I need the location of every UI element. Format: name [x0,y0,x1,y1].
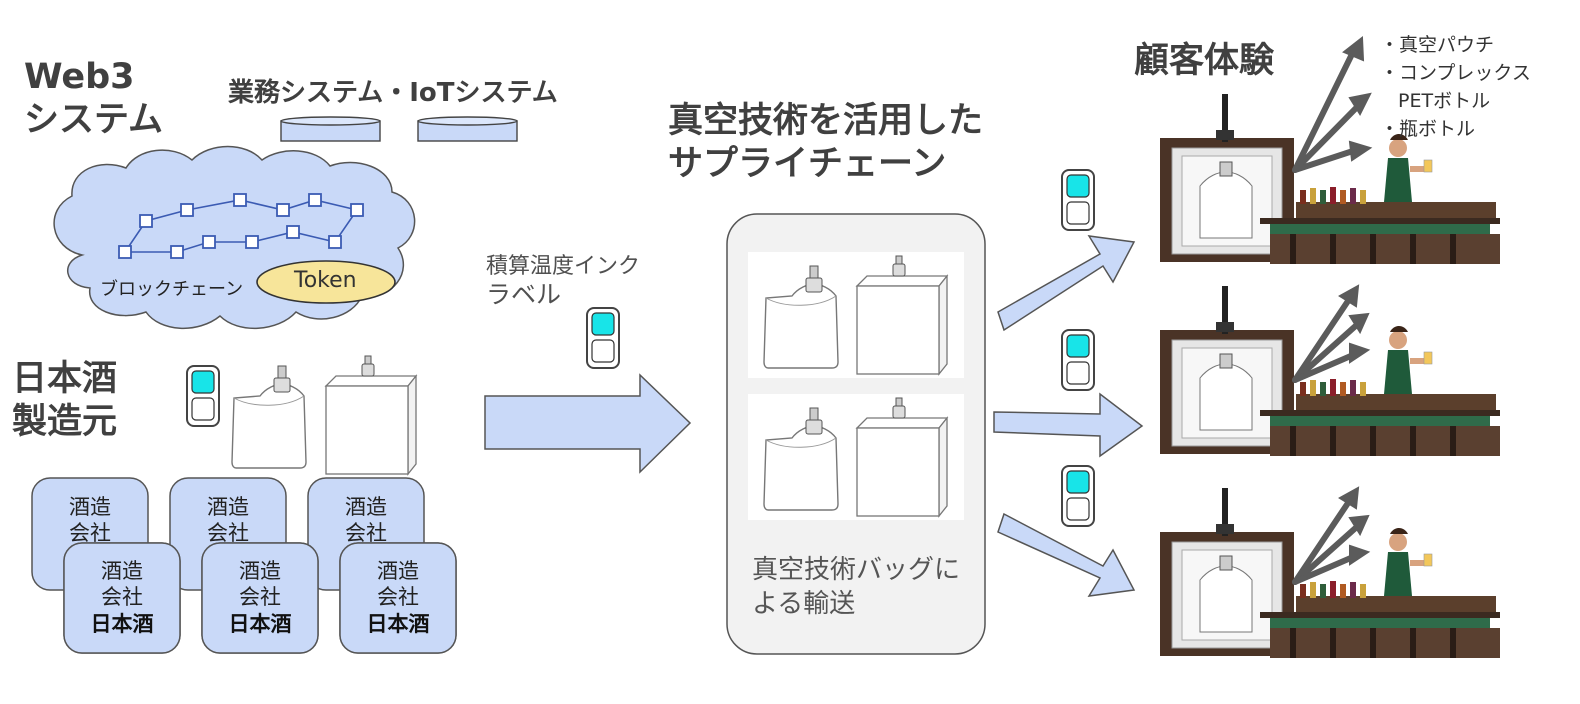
database-disk-right [417,116,518,142]
arrow-to-customer-middle [993,392,1144,458]
company-card-front-2: 酒造 会社 日本酒 [228,559,292,636]
web3-title-line2: システム [24,99,163,140]
vacuum-bag-caption: 真空技術バッグに よる輸送 [752,555,961,619]
database-disk-left [280,116,381,142]
web3-title: Web3 システム [24,56,163,141]
brewer-title-line1: 日本酒 [12,359,118,399]
company-card-back-1: 酒造 会社 [69,495,111,546]
customer-experience-title: 顧客体験 [1134,41,1275,81]
customer-fan-arrows-middle [1292,284,1371,383]
blockchain-label: ブロックチェーン [100,279,244,300]
customer-bullets: ・真空パウチ ・コンプレックス PETボトル ・瓶ボトル [1380,34,1531,140]
customer-fan-arrows-bottom [1292,486,1371,585]
company-card-back-3: 酒造 会社 [345,495,387,546]
company-card-front-1: 酒造 会社 日本酒 [90,559,154,636]
arrow-to-customer-bottom [997,512,1136,597]
blockchain-nodes [118,193,364,259]
token-label: Token [294,268,357,293]
arrow-to-customer-top [997,235,1136,332]
business-systems-label: 業務システム・IoTシステム [228,78,558,108]
brewer-title: 日本酒 製造元 [12,358,117,443]
supply-chain-title: 真空技術を活用した サプライチェーン [668,101,984,184]
customer-fan-arrows-top [1292,36,1373,173]
brewer-title-line2: 製造元 [12,401,118,442]
company-card-front-3: 酒造 会社 日本酒 [366,559,430,636]
web3-title-line1: Web3 [24,57,135,97]
supply-flow-arrow [484,373,692,474]
company-card-back-2: 酒造 会社 [207,495,249,546]
token-ellipse [256,260,396,304]
ink-label-caption: 積算温度インク ラベル [486,254,641,310]
